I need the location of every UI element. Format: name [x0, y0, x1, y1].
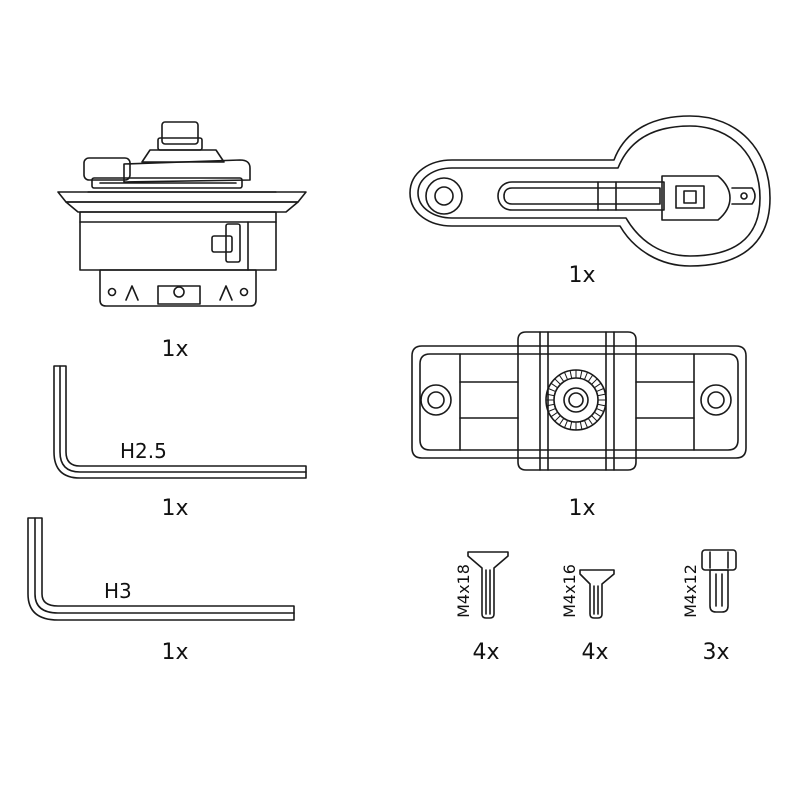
washer-tooth: [550, 382, 559, 389]
washer-tooth: [583, 419, 588, 429]
washer-tooth: [591, 378, 598, 385]
washer-tooth: [587, 374, 594, 383]
washer-tooth: [579, 421, 583, 430]
screw-m4x12-drawing: [701, 549, 737, 613]
screw-m4x18-quantity: 4x: [472, 640, 500, 665]
washer-tooth: [593, 411, 602, 418]
washer-tooth: [564, 371, 569, 381]
washer-tooth: [591, 415, 598, 422]
screw-m4x16-drawing: [579, 569, 615, 619]
wrench-h25-label: H2.5: [120, 439, 167, 463]
washer-tooth: [546, 393, 555, 397]
wrench-h3-drawing: [27, 517, 295, 621]
washer-tooth: [558, 417, 565, 426]
lever-arm-quantity: 1x: [568, 263, 596, 288]
screw-m4x16-label: M4x16: [560, 564, 579, 618]
rail-clamp-quantity: 1x: [568, 496, 596, 521]
washer-tooth: [579, 370, 583, 379]
screw-m4x16-quantity: 4x: [581, 640, 609, 665]
screw-m4x18-label: M4x18: [454, 564, 473, 618]
washer-tooth: [550, 411, 559, 418]
washer-tooth: [595, 388, 605, 393]
washer-tooth: [564, 419, 569, 429]
wrench-h3-label: H3: [104, 579, 132, 603]
lever-arm-drawing: [409, 115, 771, 267]
wrench-h25-drawing: [53, 365, 307, 479]
rail-clamp-drawing: [411, 331, 747, 471]
washer-tooth: [583, 371, 588, 381]
washer-tooth: [546, 403, 555, 407]
wrench-h3-quantity: 1x: [161, 640, 189, 665]
washer-tooth: [587, 417, 594, 426]
washer-tooth: [558, 374, 565, 383]
washer-tooth: [547, 407, 557, 412]
washer-tooth: [595, 407, 605, 412]
washer-tooth: [569, 370, 573, 379]
washer-tooth: [569, 421, 573, 430]
screw-m4x18-drawing: [467, 551, 509, 619]
washer-tooth: [593, 382, 602, 389]
screw-m4x12-quantity: 3x: [702, 640, 730, 665]
washer-tooth: [597, 403, 606, 407]
wrench-h25-quantity: 1x: [161, 496, 189, 521]
washer-tooth: [554, 378, 561, 385]
washer-tooth: [554, 415, 561, 422]
washer-tooth: [547, 388, 557, 393]
mount-base-quantity: 1x: [161, 337, 189, 362]
washer-tooth: [597, 393, 606, 397]
screw-m4x12-label: M4x12: [681, 564, 700, 618]
mount-base-drawing: [57, 121, 307, 307]
